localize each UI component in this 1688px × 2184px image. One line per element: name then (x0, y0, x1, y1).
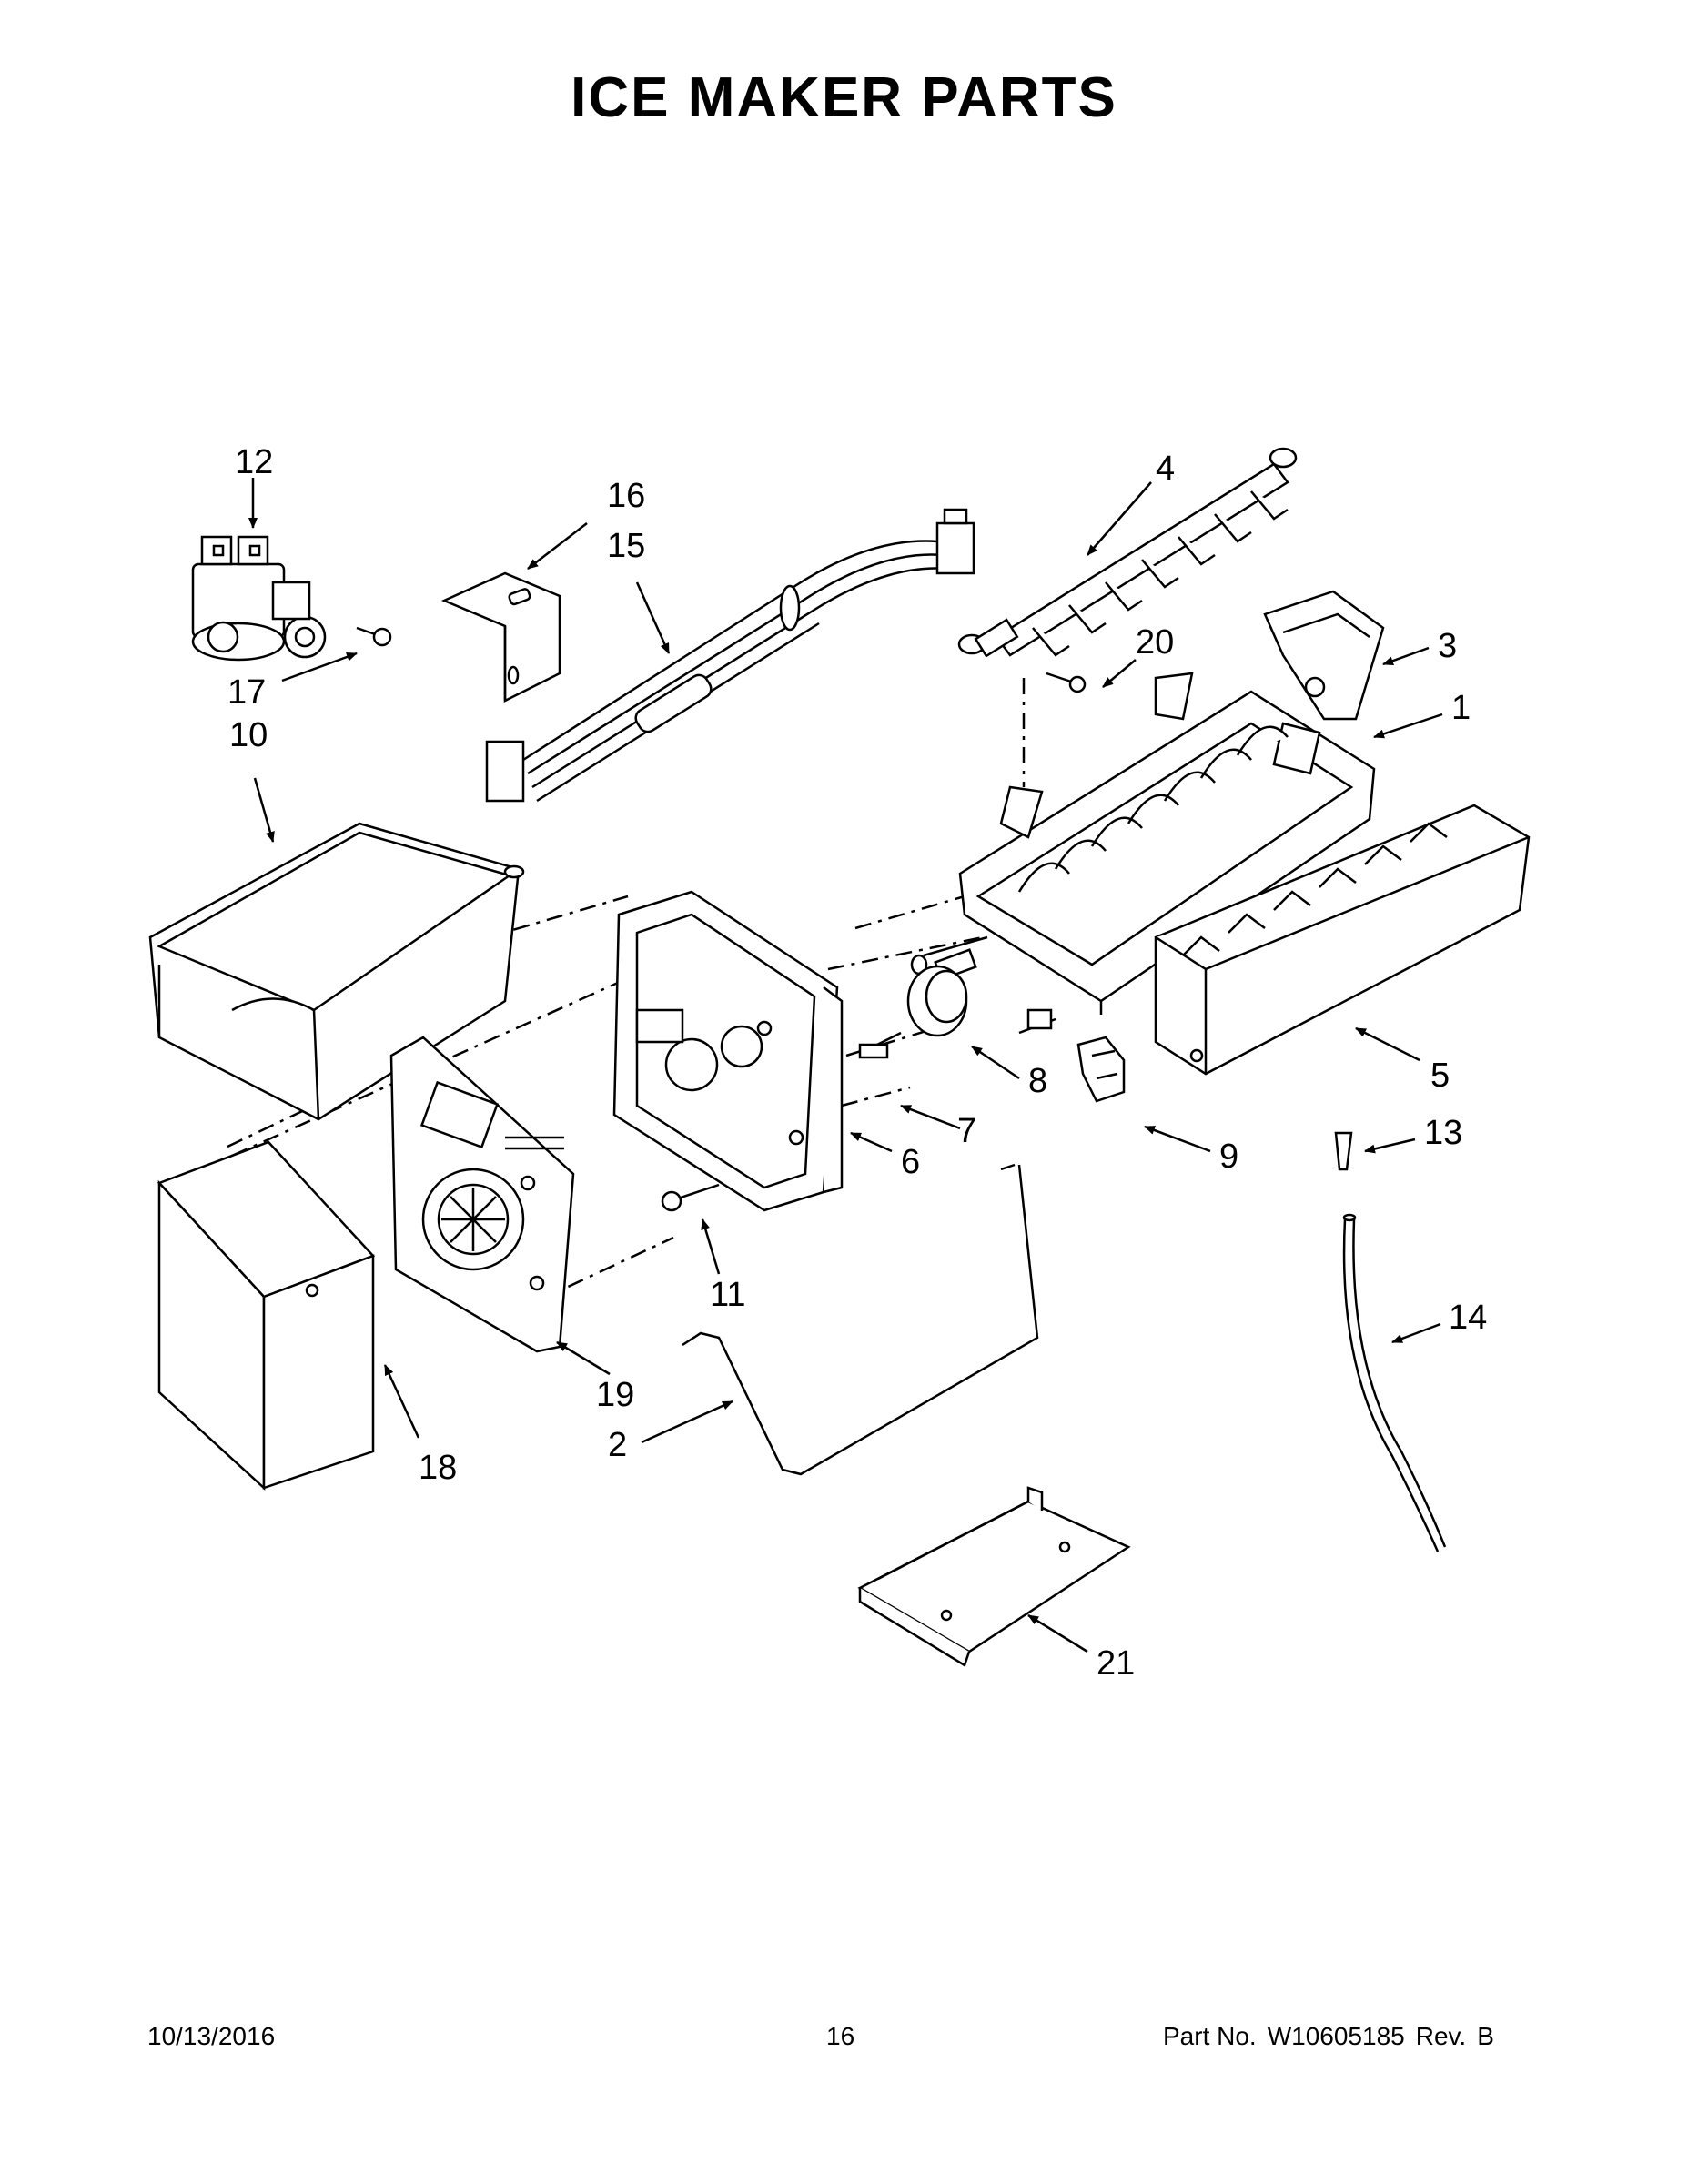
housing (612, 890, 844, 1212)
footer-page-number: 16 (826, 2022, 855, 2050)
mold-screw (1046, 672, 1087, 693)
shutoff-arm (682, 1163, 1039, 1476)
callout-1: 1 (1451, 689, 1471, 727)
callout-labels: 1 2 3 4 5 6 7 8 9 10 11 12 13 14 15 16 1… (227, 443, 1487, 1683)
callout-8: 8 (1028, 1062, 1047, 1100)
mounting-plate (857, 1486, 1131, 1667)
callout-19: 19 (596, 1376, 634, 1414)
callout-21: 21 (1097, 1644, 1135, 1683)
small-motor-parts (858, 935, 1056, 1059)
wire-harness (485, 508, 975, 803)
leader-arrows (248, 478, 1443, 1653)
fill-tube (1342, 1213, 1447, 1552)
valve-screw (356, 626, 392, 647)
footer-date: 10/13/2016 (147, 2022, 276, 2050)
callout-13: 13 (1424, 1114, 1462, 1152)
page-title: ICE MAKER PARTS (571, 66, 1117, 129)
callout-7: 7 (957, 1112, 976, 1150)
callout-10: 10 (229, 716, 268, 754)
callout-18: 18 (419, 1449, 457, 1487)
revision-value: B (1477, 2022, 1494, 2050)
retaining-clip (1076, 1036, 1126, 1103)
callout-14: 14 (1449, 1299, 1487, 1337)
fill-cup (1334, 1131, 1353, 1171)
part-number-label: Part No. (1163, 2022, 1257, 2050)
water-valve (191, 535, 327, 662)
ice-mold (958, 672, 1376, 1015)
callout-11: 11 (710, 1276, 745, 1314)
callout-3: 3 (1438, 627, 1457, 665)
harness-bracket (440, 571, 561, 703)
callout-20: 20 (1136, 623, 1174, 662)
callout-15: 15 (607, 527, 645, 565)
revision-label: Rev. (1415, 2022, 1467, 2050)
callout-16: 16 (607, 477, 645, 515)
callout-2: 2 (608, 1426, 627, 1464)
callout-4: 4 (1156, 450, 1175, 488)
ice-bin (148, 822, 525, 1121)
ice-stripper (1154, 804, 1531, 1076)
ejector-blade (957, 447, 1298, 658)
front-cover (157, 1140, 376, 1491)
part-number-value: W10605185 (1267, 2022, 1405, 2050)
footer-part-number: Part No. W10605185 Rev. B (1163, 2022, 1505, 2051)
housing-screw (661, 1183, 720, 1212)
callout-17: 17 (227, 673, 266, 712)
callout-9: 9 (1219, 1138, 1238, 1176)
control-module (389, 1036, 575, 1353)
callout-5: 5 (1430, 1057, 1450, 1095)
mold-end-cover (1263, 590, 1385, 721)
callout-6: 6 (901, 1143, 920, 1181)
callout-12: 12 (235, 443, 273, 481)
